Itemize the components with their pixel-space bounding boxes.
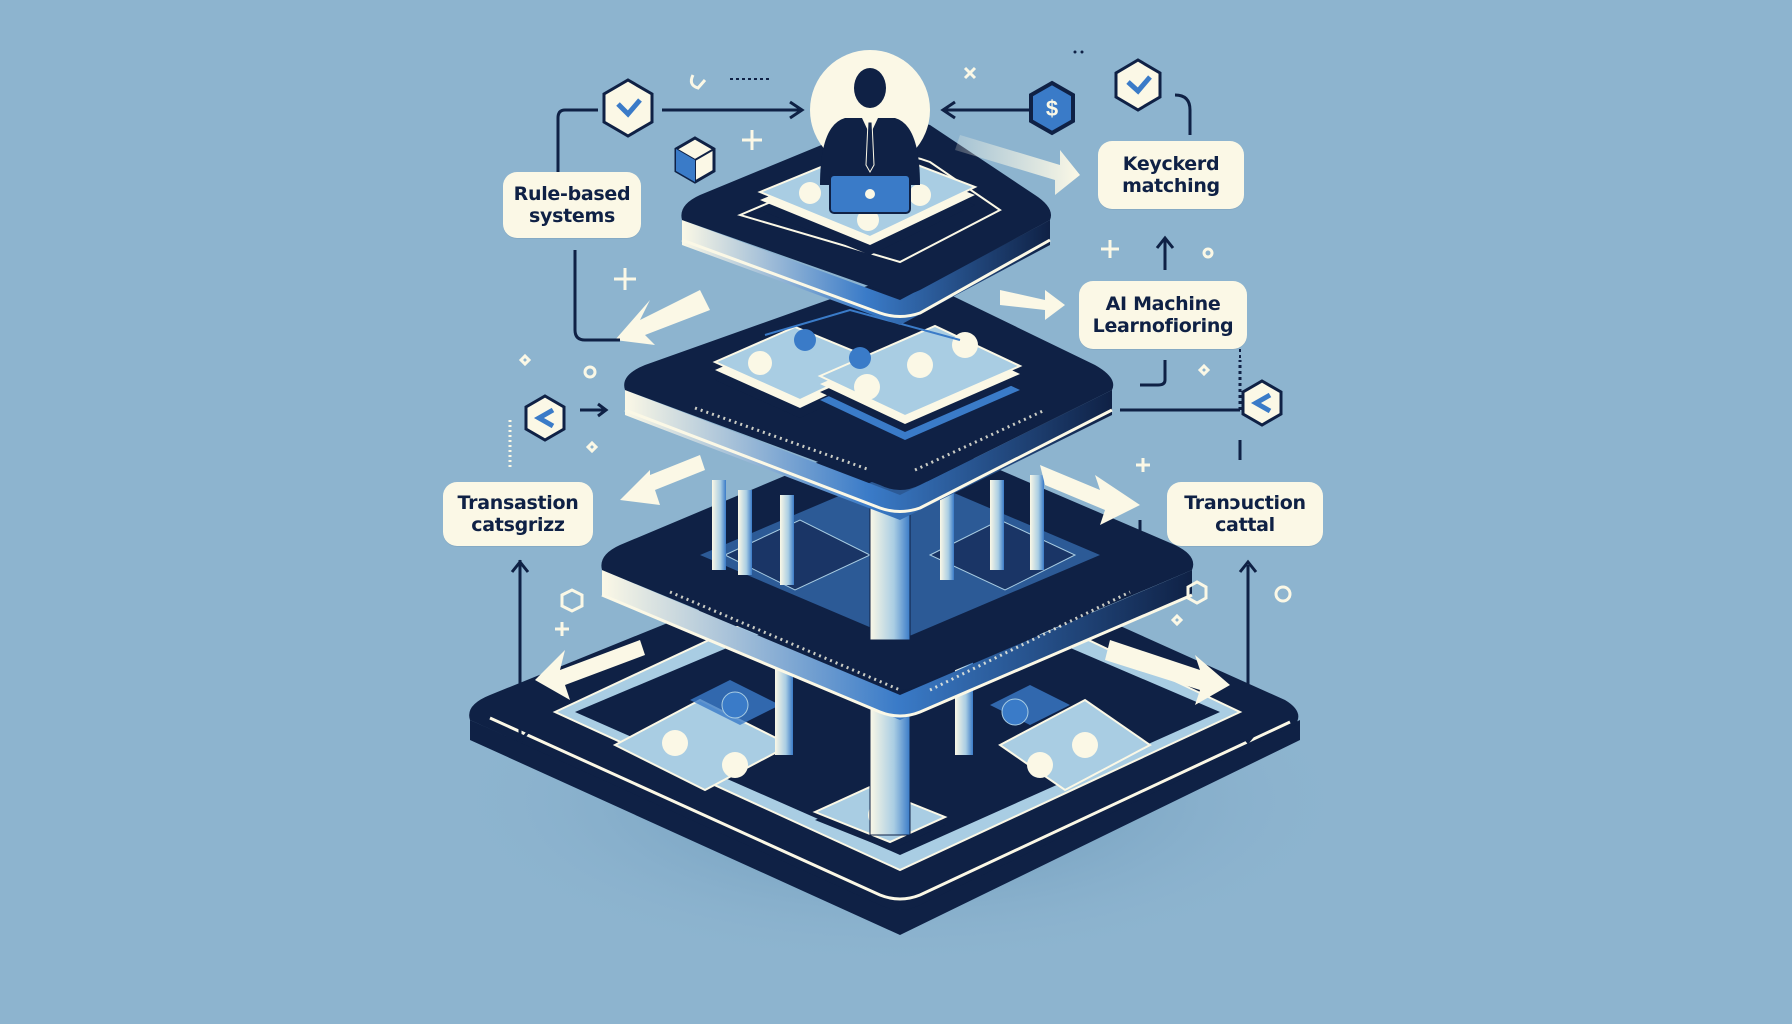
flow-arrows — [535, 135, 1230, 705]
second-platform — [624, 280, 1114, 520]
dollar-symbol: $ — [1046, 96, 1058, 121]
label-transaction-categorization: Transastion catsgrizz — [443, 482, 593, 546]
cube-icon — [674, 136, 716, 184]
banknote-stack-left — [712, 325, 883, 418]
arrow-left-top — [615, 290, 710, 345]
label-line-1: Rule-based — [513, 183, 631, 205]
connector-lines — [508, 93, 1258, 745]
arrow-right-low — [1105, 640, 1230, 705]
c-hexagon-icon — [524, 394, 566, 442]
arrow-to-keyword — [955, 135, 1080, 195]
label-line-1: Keyckerd — [1122, 153, 1220, 175]
arrow-right-mid — [1040, 465, 1140, 525]
label-line-2: catsgrizz — [471, 514, 565, 536]
label-rule-based-systems: Rule-based systems — [503, 172, 641, 238]
label-line-2: Learnofioring — [1092, 315, 1234, 337]
checkmark-hexagon-icon — [602, 78, 654, 138]
c-hexagon-icon — [1241, 379, 1283, 427]
label-line-1: Tranɔuction — [1184, 492, 1306, 514]
label-ai-machine-learning: AI Machine Learnofioring — [1079, 281, 1247, 349]
label-line-1: AI Machine — [1105, 293, 1221, 315]
pillars-upper — [712, 475, 1044, 641]
label-line-2: matching — [1122, 175, 1220, 197]
banknote-tray-right — [990, 685, 1152, 792]
banknote-tray-left — [612, 680, 793, 792]
person-head — [854, 68, 886, 108]
label-line-2: systems — [529, 205, 615, 227]
label-line-1: Transastion — [457, 492, 579, 514]
label-transaction-catalog: Tranɔuction cattal — [1167, 482, 1323, 546]
arrow-to-ai — [1000, 290, 1065, 320]
label-keyword-matching: Keyckerd matching — [1098, 141, 1244, 209]
arrow-left-low — [535, 640, 645, 700]
banknote-stack-right — [817, 324, 1023, 440]
person-at-laptop — [810, 50, 930, 214]
label-line-2: cattal — [1215, 514, 1275, 536]
decorations — [518, 50, 1292, 636]
dollar-hexagon-icon: $ — [1029, 80, 1075, 136]
checkmark-hexagon-icon — [1114, 58, 1162, 112]
arrow-left-mid — [620, 455, 705, 505]
